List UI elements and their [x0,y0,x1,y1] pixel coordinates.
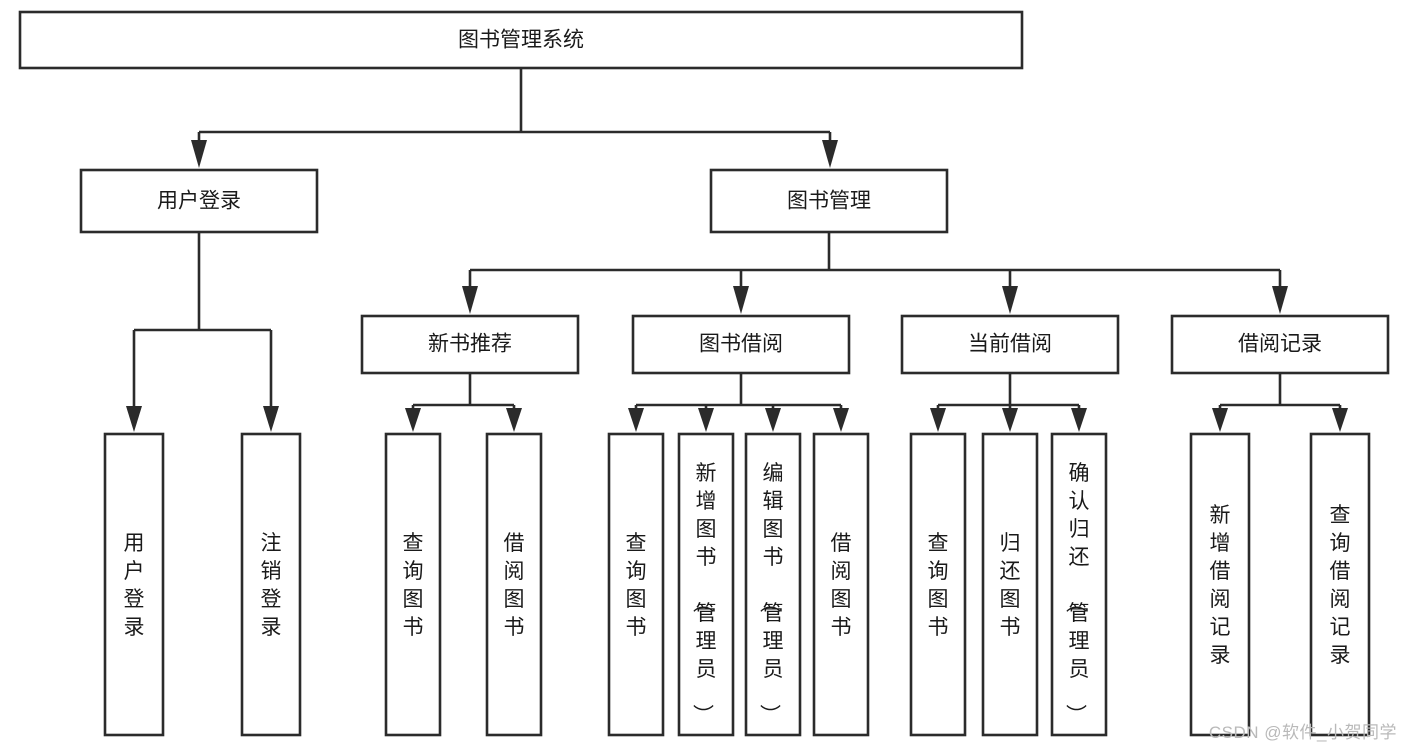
node-book-manage-label: 图书管理 [787,190,871,213]
node-user-login-box[interactable] [79,168,319,234]
node-book-manage[interactable]: 图书管理 [709,168,949,234]
node-borrow-record-label: 借阅记录 [1238,333,1322,356]
node-leaf-borrow-book-2-label: 借阅图书 [831,532,852,639]
node-borrow-record-box[interactable] [1170,314,1390,375]
node-leaf-borrow-book-1-box[interactable] [485,432,543,737]
node-leaf-return-book-label: 归还图书 [1000,532,1021,639]
node-leaf-add-record-box[interactable] [1189,432,1251,737]
node-book-borrow-box[interactable] [631,314,851,375]
arrow-head-book-borrow [733,286,749,314]
node-leaf-logout-label: 注销登录 [261,532,282,639]
arrow-head-leaf-query-record [1332,408,1348,432]
node-new-book-rec-label: 新书推荐 [428,333,512,356]
leaf-label-layer: 用户登录 注销登录 查询图书 借阅图书 查询图书 新增图书（管理员） 编辑图书（… [124,462,1351,725]
node-leaf-logout-box[interactable] [240,432,302,737]
arrow-head-leaf-add-book [698,408,714,432]
connector-layer [126,68,1348,432]
arrow-head-leaf-borrow-book-1 [506,408,522,432]
node-leaf-user-login-box[interactable] [103,432,165,737]
node-leaf-edit-book-box[interactable] [744,432,802,737]
arrow-head-leaf-confirm-return [1071,408,1087,432]
arrow-head-leaf-return-book [1002,408,1018,432]
arrow-head-leaf-borrow-book-2 [833,408,849,432]
node-leaf-query-record-label: 查询借阅记录 [1330,504,1351,667]
arrow-head-leaf-add-record [1212,408,1228,432]
arrow-head-leaf-query-book-3 [930,408,946,432]
arrow-head-borrow-record [1272,286,1288,314]
node-current-borrow-label: 当前借阅 [968,333,1052,356]
node-user-login[interactable]: 用户登录 [79,168,319,234]
arrow-head-leaf-user-login [126,406,142,432]
node-leaf-borrow-book-2-box[interactable] [812,432,870,737]
node-leaf-query-book-3-label: 查询图书 [928,532,949,639]
node-leaf-borrow-book-1-label: 借阅图书 [504,532,525,639]
node-root-box[interactable] [18,10,1024,70]
node-user-login-label: 用户登录 [157,190,241,213]
node-book-borrow-label: 图书借阅 [699,333,783,356]
node-new-book-rec[interactable]: 新书推荐 [360,314,580,375]
node-current-borrow[interactable]: 当前借阅 [900,314,1120,375]
node-root[interactable]: 图书管理系统 [18,10,1024,70]
csdn-watermark: CSDN @软件_小贺同学 [1208,723,1397,742]
arrow-head-leaf-logout [263,406,279,432]
node-new-book-rec-box[interactable] [360,314,580,375]
node-book-borrow[interactable]: 图书借阅 [631,314,851,375]
node-root-label: 图书管理系统 [458,29,584,52]
node-leaf-query-book-1-label: 查询图书 [403,532,424,639]
node-leaf-confirm-return-label: 确认归还（管理员） [1064,462,1090,725]
node-leaf-query-book-2-label: 查询图书 [626,532,647,639]
node-book-manage-box[interactable] [709,168,949,234]
arrow-head-leaf-query-book-1 [405,408,421,432]
node-leaf-add-book-label: 新增图书（管理员） [691,462,717,725]
node-leaf-add-record-label: 新增借阅记录 [1210,504,1231,667]
node-leaf-query-book-3-box[interactable] [909,432,967,737]
arrow-head-user-login [191,140,207,168]
node-leaf-query-record-box[interactable] [1309,432,1371,737]
arrow-head-leaf-edit-book [765,408,781,432]
node-leaf-query-book-1-box[interactable] [384,432,442,737]
node-leaf-user-login-label: 用户登录 [124,532,145,639]
arrow-head-book-manage [822,140,838,168]
node-borrow-record[interactable]: 借阅记录 [1170,314,1390,375]
node-leaf-return-book-box[interactable] [981,432,1039,737]
node-leaf-add-book-box[interactable] [677,432,735,737]
arrow-head-current-borrow [1002,286,1018,314]
node-leaf-query-book-2-box[interactable] [607,432,665,737]
leaf-node-layer [103,432,1371,737]
node-current-borrow-box[interactable] [900,314,1120,375]
arrow-head-leaf-query-book-2 [628,408,644,432]
node-leaf-confirm-return-box[interactable] [1050,432,1108,737]
arrow-head-new-book-rec [462,286,478,314]
node-leaf-edit-book-label: 编辑图书（管理员） [758,462,784,725]
